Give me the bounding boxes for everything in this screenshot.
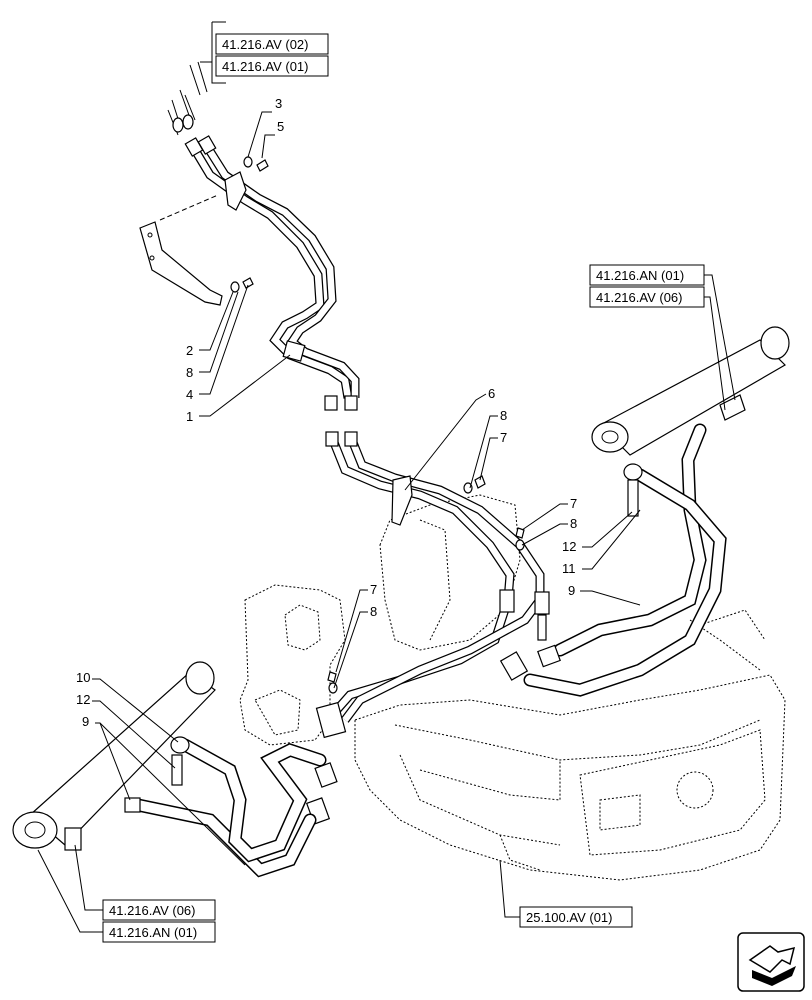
ref-link-right-b[interactable]: 41.216.AV (06) <box>589 286 705 308</box>
callout-7-left: 7 <box>370 582 377 597</box>
ref-link-top-left-b[interactable]: 41.216.AV (01) <box>215 55 329 77</box>
next-page-arrow-icon[interactable] <box>737 932 805 992</box>
svg-text:25.100.AV (01): 25.100.AV (01) <box>526 910 612 925</box>
ref-link-right-a[interactable]: 41.216.AN (01) <box>589 264 705 286</box>
callout-12-left: 12 <box>76 692 90 707</box>
left-cylinder <box>12 661 327 878</box>
callout-6: 6 <box>488 386 495 401</box>
callout-8-left: 8 <box>370 604 377 619</box>
right-cylinder <box>499 326 790 697</box>
svg-text:41.216.AV (06): 41.216.AV (06) <box>596 290 682 305</box>
ref-link-bottom-left-a[interactable]: 41.216.AV (06) <box>102 899 216 921</box>
ref-link-bottom-left-b[interactable]: 41.216.AN (01) <box>102 921 216 943</box>
callout-8-upper: 8 <box>186 365 193 380</box>
svg-text:41.216.AN (01): 41.216.AN (01) <box>596 268 684 283</box>
callout-12-right: 12 <box>562 539 576 554</box>
callout-8-right: 8 <box>570 516 577 531</box>
callout-3: 3 <box>275 96 282 111</box>
callout-9-left: 9 <box>82 714 89 729</box>
middle-pipe-assembly <box>305 431 550 825</box>
upper-pipe-assembly <box>139 61 360 411</box>
callout-4: 4 <box>186 387 193 402</box>
ref-link-top-left-a[interactable]: 41.216.AV (02) <box>215 33 329 55</box>
callout-10: 10 <box>76 670 90 685</box>
svg-text:41.216.AV (01): 41.216.AV (01) <box>222 59 308 74</box>
callout-11: 11 <box>562 561 576 576</box>
callout-1: 1 <box>186 409 193 424</box>
reference-links: 41.216.AV (02) 41.216.AV (01) 41.216.AN … <box>37 21 736 943</box>
callout-2: 2 <box>186 343 193 358</box>
svg-text:41.216.AV (02): 41.216.AV (02) <box>222 37 308 52</box>
callout-8-mid: 8 <box>500 408 507 423</box>
callout-9-right: 9 <box>568 583 575 598</box>
callout-7-mid: 7 <box>500 430 507 445</box>
callouts: 3 5 2 8 4 1 6 8 7 7 8 12 11 9 7 8 10 12 <box>76 96 641 866</box>
ref-link-bottom-center[interactable]: 25.100.AV (01) <box>519 906 633 928</box>
callout-7-right: 7 <box>570 496 577 511</box>
svg-text:41.216.AN (01): 41.216.AN (01) <box>109 925 197 940</box>
callout-5: 5 <box>277 119 284 134</box>
svg-text:41.216.AV (06): 41.216.AV (06) <box>109 903 195 918</box>
